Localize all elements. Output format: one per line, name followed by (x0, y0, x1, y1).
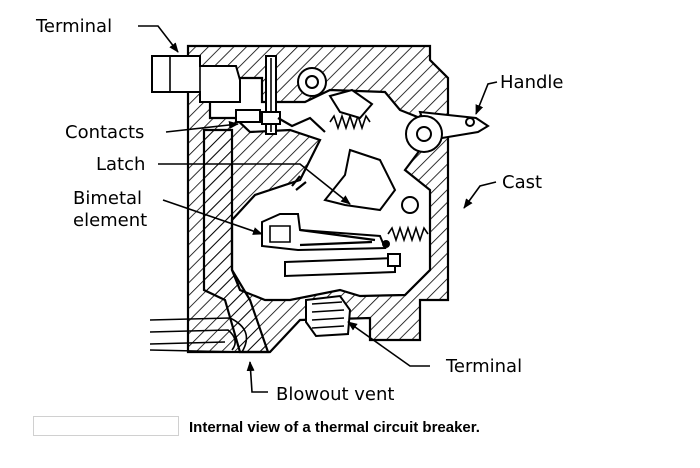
label-bimetal-1: Bimetal (73, 188, 142, 209)
bimetal-element (261, 213, 387, 252)
top-terminal (151, 55, 241, 103)
heater-strap (284, 256, 396, 278)
figure-caption: Internal view of a thermal circuit break… (189, 419, 480, 436)
leader-latch (158, 163, 351, 205)
adjust-spring (387, 225, 429, 243)
leader-cast (463, 181, 497, 209)
leader-contacts (165, 121, 239, 133)
latch-body (323, 148, 397, 212)
label-bimetal-2: element (73, 210, 147, 231)
blowout-chute (149, 317, 248, 353)
caption-box (33, 416, 179, 436)
leader-terminal-bottom (347, 321, 430, 367)
label-terminal-bottom: Terminal (445, 356, 522, 377)
label-cast: Cast (502, 172, 542, 193)
leader-blowout (246, 361, 268, 393)
label-contacts: Contacts (65, 122, 144, 143)
leader-terminal-top (138, 25, 179, 53)
leader-handle (475, 81, 498, 115)
label-handle: Handle (500, 72, 563, 93)
bottom-terminal (305, 294, 352, 338)
linkage (328, 88, 374, 120)
inner-left-wall (202, 128, 270, 354)
leader-bimetal (162, 199, 263, 235)
moving-contact (261, 111, 281, 125)
label-blowout-vent: Blowout vent (276, 384, 394, 405)
label-terminal-top: Terminal (35, 16, 112, 37)
fixed-contact (235, 109, 261, 123)
toggle-spring (329, 113, 371, 131)
label-latch: Latch (96, 154, 145, 175)
latch-rod (291, 175, 307, 191)
